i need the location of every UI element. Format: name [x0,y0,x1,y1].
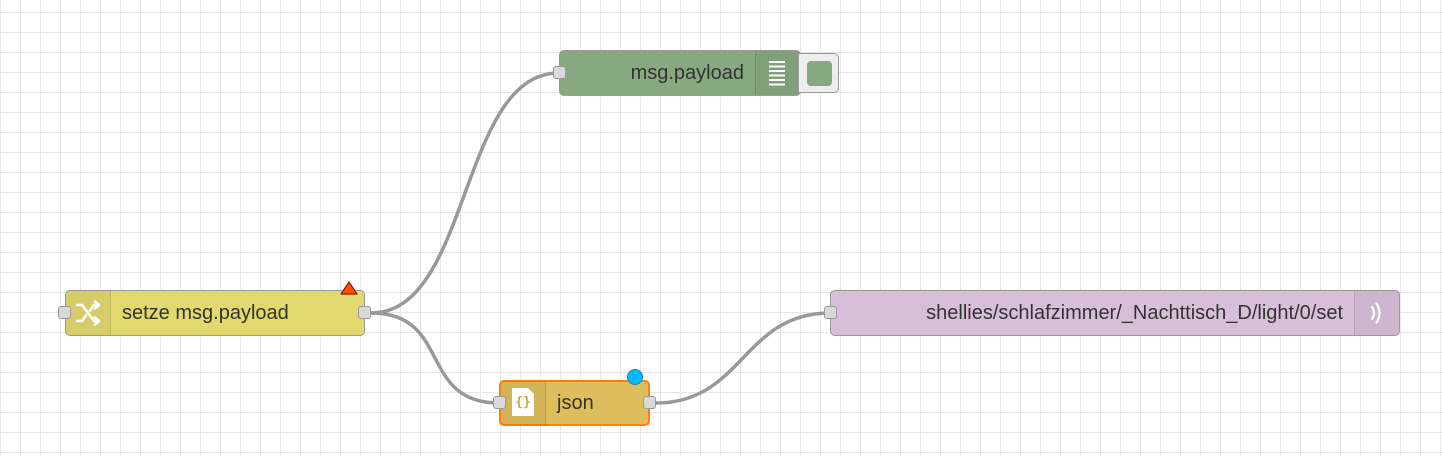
change-output-port[interactable] [358,306,371,319]
change-node[interactable]: setze msg.payload [65,290,365,336]
debug-node-label: msg.payload [630,62,744,84]
debug-toggle-icon [807,61,832,86]
json-node-label: json [557,392,594,414]
change-node-label: setze msg.payload [122,302,289,324]
debug-list-icon [755,51,800,95]
debug-node[interactable]: msg.payload [559,50,801,96]
mqtt-input-port[interactable] [824,306,837,319]
wire-json-to-mqtt[interactable] [655,311,831,405]
wire-change-to-debug[interactable] [370,71,560,315]
json-output-port[interactable] [643,396,656,409]
debug-toggle-button[interactable] [798,53,839,93]
mqtt-out-node-label: shellies/schlafzimmer/_Nachttisch_D/ligh… [926,302,1343,324]
node-changed-badge [627,369,643,385]
debug-input-port[interactable] [553,66,566,79]
shuffle-icon [66,291,111,335]
json-input-port[interactable] [493,396,506,409]
mqtt-broadcast-icon [1354,291,1399,335]
json-braces-glyph: {} [515,395,531,410]
mqtt-out-node[interactable]: shellies/schlafzimmer/_Nachttisch_D/ligh… [830,290,1400,336]
json-document-shape [512,388,534,416]
json-braces-icon: {} [501,381,546,425]
wire-change-to-json[interactable] [370,311,500,405]
json-node[interactable]: {} json [499,380,650,426]
warning-triangle-icon [340,281,358,295]
change-input-port[interactable] [58,306,71,319]
